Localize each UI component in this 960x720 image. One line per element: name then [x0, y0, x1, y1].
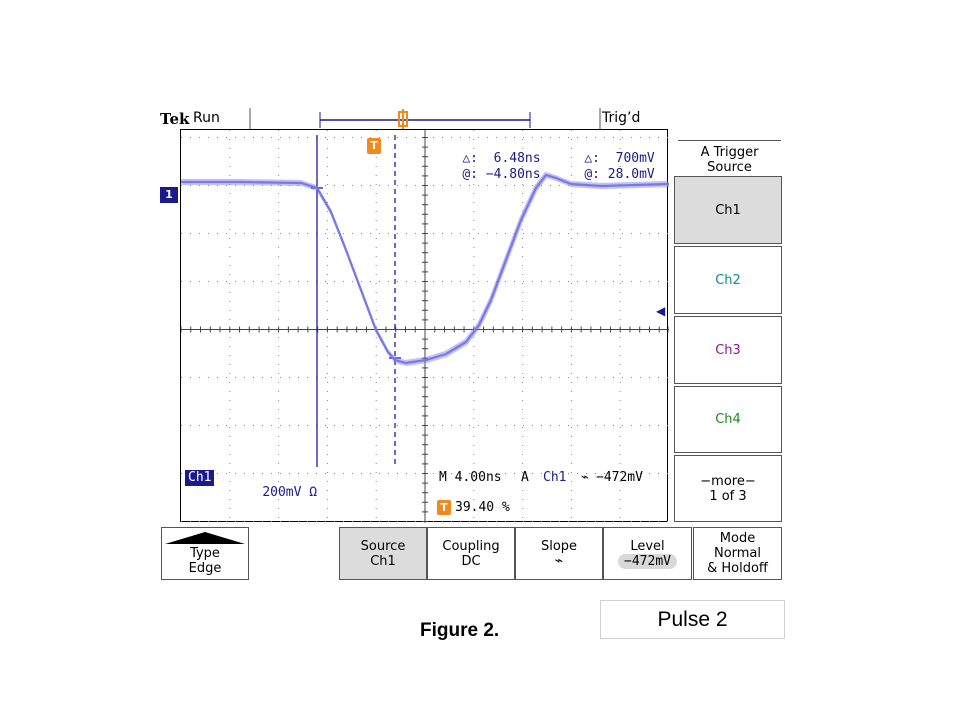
mode-label: Mode [719, 531, 756, 546]
trigger-type-button[interactable]: Type Edge [161, 527, 249, 580]
delta-icon: △ [584, 151, 593, 166]
scope-display: T △: 6.48ns @: −4.80ns △: 700mV @: 28.0m… [180, 129, 669, 523]
trigger-mode: A [521, 470, 529, 485]
source-value: Ch1 [370, 553, 396, 569]
trigger-position-icon: T [437, 500, 451, 515]
trigger-level-button[interactable]: Level −472mV [603, 527, 692, 580]
mode-holdoff-button[interactable]: Mode Normal & Holdoff [693, 527, 782, 580]
source-label: Source [360, 538, 406, 554]
waveform-graticule [181, 130, 669, 523]
channel-scale: 200mV Ω [262, 485, 318, 500]
falling-edge-icon: ⌁ [581, 470, 589, 485]
channel-badge: Ch1 [185, 470, 215, 486]
side-menu-title-line2: Source [707, 160, 752, 175]
trigger-state: Trig’d [602, 110, 641, 126]
source-ch2-label: Ch2 [715, 272, 741, 288]
menu-up-arrow-icon [165, 532, 245, 544]
level-label: Level [630, 538, 665, 554]
level-value: −472mV [618, 553, 677, 569]
trigger-coupling-button[interactable]: Coupling DC [427, 527, 515, 580]
source-ch4-label: Ch4 [715, 412, 741, 427]
source-ch3-label: Ch3 [715, 342, 741, 358]
pulse-label: Pulse 2 [600, 600, 785, 639]
source-ch1-label: Ch1 [715, 202, 741, 218]
side-menu-title-line1: A Trigger [700, 145, 759, 160]
trigger-level-readout: −472mV [596, 470, 643, 485]
cursor-time-readout: @: −4.80ns [462, 167, 541, 182]
source-ch1-button[interactable]: Ch1 [674, 176, 782, 244]
holdoff-label: & Holdoff [707, 561, 768, 576]
figure-caption: Figure 2. [420, 620, 500, 641]
coupling-value: DC [461, 553, 481, 569]
type-label: Type [190, 546, 220, 561]
falling-slope-icon: ⌁ [554, 552, 564, 569]
waveform-trace [181, 173, 669, 365]
mode-value: Normal [713, 546, 762, 561]
ac-coupling-icon: Ω [309, 485, 318, 500]
record-view-bar [249, 108, 601, 129]
slope-label: Slope [540, 538, 578, 554]
brand-logo: Tek [160, 110, 190, 128]
type-value: Edge [188, 561, 222, 576]
coupling-label: Coupling [442, 538, 500, 554]
trigger-slope-button[interactable]: Slope ⌁ [515, 527, 603, 580]
trigger-position-readout: 39.40 % [455, 500, 510, 515]
timebase-readout: M 4.00ns [439, 470, 502, 485]
cursor-voltage-readout: @: 28.0mV [584, 167, 655, 182]
ch1-ground-marker: 1 [160, 187, 178, 203]
trigger-position-marker: T [367, 138, 381, 154]
delta-time-readout: △: 6.48ns [462, 151, 541, 166]
delta-voltage-readout: △: 700mV [584, 151, 655, 166]
trigger-level-arrow-icon: ◀ [656, 304, 666, 318]
delta-icon: △ [462, 151, 471, 166]
source-ch4-button[interactable]: Ch4 [674, 386, 782, 453]
more-label: −more− [700, 473, 756, 489]
trigger-channel: Ch1 [543, 470, 567, 485]
more-button[interactable]: −more− 1 of 3 [674, 455, 782, 522]
source-ch3-button[interactable]: Ch3 [674, 316, 782, 384]
source-ch2-button[interactable]: Ch2 [674, 246, 782, 314]
pulse-label-text: Pulse 2 [657, 607, 728, 631]
trigger-source-button[interactable]: Source Ch1 [339, 527, 427, 580]
more-page-label: 1 of 3 [709, 488, 747, 504]
side-menu-title: A Trigger Source [678, 140, 781, 175]
run-state: Run [193, 110, 220, 126]
